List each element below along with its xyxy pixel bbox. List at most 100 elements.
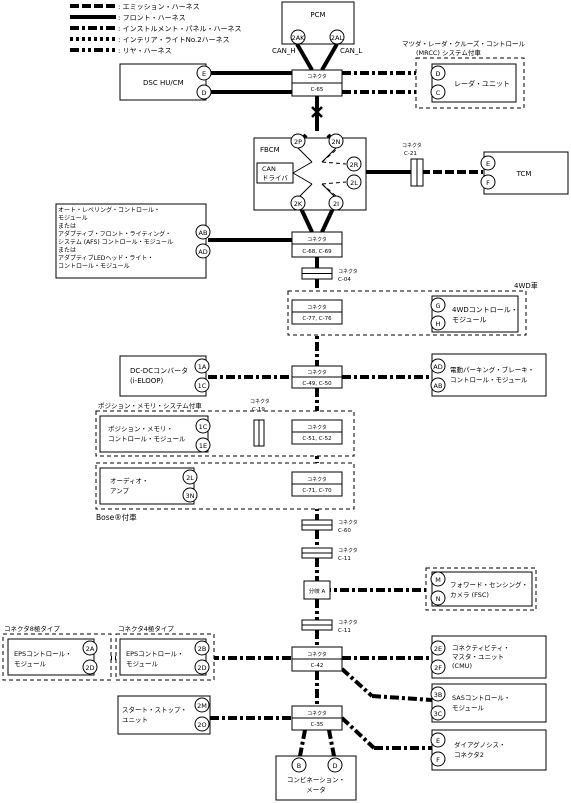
audio-pin-3n (182, 487, 198, 503)
eps4-label-1: EPSコントロール・ (126, 650, 184, 658)
awd-pin-h-label: H (436, 320, 441, 328)
dcdc-label-1: DC-DCコンバータ (130, 366, 188, 375)
posmem-pin-1c (195, 418, 211, 434)
tcm-module: TCM E F (480, 151, 569, 195)
c04-label: C-04 (338, 277, 351, 283)
sas-pin-3b-label: 3B (434, 691, 443, 699)
cmu-label-1: コネクティビティ・ (452, 643, 510, 652)
audio-label-1: オーディオ・ (110, 476, 149, 485)
fbcm-pin-2l-label: 2L (350, 179, 358, 187)
epb-pin-ad (430, 358, 446, 374)
epb-label-2: コントロール・モジュール (450, 376, 528, 384)
eps-8pin-module: コネクタ8極タイプ EPSコントロール・ モジュール 2A 2D (2, 624, 112, 681)
branch-a-box (303, 580, 331, 600)
can-h-label: CAN_H (272, 47, 296, 55)
eps8-pin-2d (82, 659, 98, 675)
cmu-pin-2f-label: 2F (434, 664, 442, 672)
dsc-pin-d-label: D (201, 89, 206, 97)
c11a-label: C-11 (338, 556, 351, 562)
dlc-pin-e (430, 732, 446, 748)
c49-conn-label: コネクタ (307, 369, 327, 376)
radar-label: レーダ・ユニット (454, 79, 510, 88)
fbcm-pin-2k-label: 2K (294, 200, 303, 208)
fbcm-pin-2p (290, 133, 306, 149)
dlc-pin-f-label: F (436, 756, 440, 764)
c19-label: C-19 (252, 407, 265, 413)
c42-label: C-42 (311, 663, 324, 669)
fbcm-pin-2r (346, 156, 362, 172)
dcdc-pin-1c-label: 1C (198, 382, 207, 390)
c11b-label: C-11 (338, 628, 351, 634)
legend-emission-label: : エミッション・ハーネス (118, 3, 200, 11)
awd-module: 4WD車 コネクタ C-77, C-76 4WDコントロール・ モジュール G … (287, 281, 538, 336)
connector-c49: コネクタ C-49, C-50 (291, 365, 343, 389)
meter-box (275, 755, 357, 801)
dcdc-label-2: (i-ELOOP) (130, 377, 164, 385)
can-driver-label-1: CAN (262, 165, 276, 173)
pcm-label: PCM (310, 11, 325, 19)
ss-pin-2m-label: 2M (197, 702, 207, 710)
posmem-label-1: ポジション・メモリ・ (108, 425, 173, 433)
afs-pin-ab-label: AB (199, 229, 208, 237)
epb-module: 電動パーキング・ブレーキ・ コントロール・モジュール AD AB (430, 353, 547, 397)
c35-label: C-35 (311, 722, 324, 728)
meter-pin-b (291, 757, 307, 773)
cmu-box (431, 635, 547, 679)
pcm-pin-2ak-label: 2AK (292, 34, 306, 42)
fbcm-pin-2k (290, 195, 306, 211)
afs-label-8: コントロール・モジュール (58, 263, 130, 270)
fbcm-pin-2i (328, 195, 344, 211)
c21-conn-label: コネクタ (402, 142, 422, 149)
eps8-label-2: モジュール (14, 660, 47, 668)
ss-label-1: スタート・ストップ・ (122, 705, 187, 714)
afs-pin-ad-label: AD (198, 248, 207, 256)
afs-label-3: または (58, 223, 76, 230)
fsc-module: 分岐 A フォワード・センシング・ カメラ (FSC) M N (303, 567, 537, 611)
c51-conn-label: コネクタ (307, 424, 327, 431)
c77-label: C-77, C-76 (302, 316, 332, 322)
sas-pin-3c (430, 705, 446, 721)
sas-box (431, 683, 547, 723)
eps4-pin-2b-label: 2B (198, 645, 207, 653)
c11b-conn-label: コネクタ (338, 619, 358, 626)
afs-label-2: モジュール (58, 215, 88, 222)
dlc-label-2: コネクタ2 (454, 750, 484, 759)
can-l-label: CAN_L (340, 47, 362, 55)
posmem-label-2: コントロール・モジュール (108, 435, 186, 443)
tcm-pin-e (480, 155, 496, 171)
fsc-pin-m (430, 571, 446, 587)
pcm-pin-2al (329, 29, 345, 45)
sas-label-1: SASコントロール・ (452, 694, 510, 702)
connector-c65: コネクタ C-65 (291, 69, 343, 97)
start-stop-module: スタート・ストップ・ ユニット 2M 2O (117, 695, 211, 735)
mrcc-label-1: マツダ・レーダ・クルーズ・コントロール (402, 39, 525, 48)
fbcm-pin-2p-label: 2P (294, 138, 302, 146)
posmem-pin-1c-label: 1C (199, 423, 208, 431)
sas-pin-3c-label: 3C (434, 710, 443, 718)
epb-pin-ad-label: AD (433, 363, 442, 371)
dcdc-pin-1a-label: 1A (198, 363, 207, 371)
ss-box (117, 695, 211, 735)
radar-box (431, 63, 517, 103)
legend-instrument-label: : インストルメント・パネル・ハーネス (118, 25, 241, 33)
meter-label-1: コンビネーション・ (287, 775, 345, 784)
tcm-label: TCM (516, 170, 532, 178)
c65-label: C-65 (311, 87, 324, 93)
radar-module: マツダ・レーダ・クルーズ・コントロール (MRCC) システム付車 レーダ・ユニ… (402, 39, 525, 109)
dcdc-box (119, 355, 207, 397)
tcm-pin-f-label: F (486, 179, 490, 187)
audio-pin-2l-label: 2L (186, 474, 194, 482)
awd-pin-g-label: G (435, 302, 440, 310)
eps4-pin-2b (194, 640, 210, 656)
posmem-tag: ポジション・メモリ・システム付車 (98, 401, 202, 410)
fbcm-pin-2l (346, 174, 362, 190)
eps8-pin-2d-label: 2D (85, 664, 94, 672)
fbcm-pin-2n-label: 2N (332, 138, 341, 146)
afs-label-1: オート・レベリング・コントロール・ (58, 206, 160, 214)
fsc-pin-n (430, 590, 446, 606)
bose-tag: Bose®付車 (96, 512, 137, 522)
dcdc-pin-1a (194, 358, 210, 374)
meter-pin-d (327, 757, 343, 773)
audio-pin-3n-label: 3N (186, 492, 195, 500)
fsc-box (431, 571, 533, 607)
